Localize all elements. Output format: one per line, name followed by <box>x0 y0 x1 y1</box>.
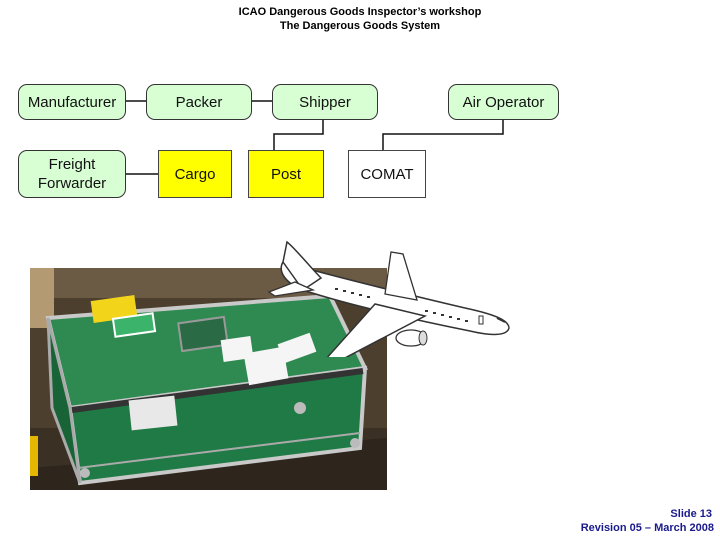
post-label: Post <box>270 165 301 183</box>
manufacturer-label: Manufacturer <box>27 93 117 111</box>
post-box: Post <box>248 150 324 198</box>
connector-shipper-post <box>273 119 324 150</box>
shipper-label: Shipper <box>299 93 351 111</box>
air-operator-box: Air Operator <box>448 84 559 120</box>
comat-box: COMAT <box>348 150 426 198</box>
connector-airoperator-comat <box>382 119 504 150</box>
air-operator-label: Air Operator <box>462 93 545 111</box>
revision-note: Revision 05 – March 2008 <box>580 522 714 534</box>
cargo-label: Cargo <box>174 165 216 183</box>
comat-label: COMAT <box>360 165 414 183</box>
aircraft-illustration <box>267 240 510 357</box>
dangerous-goods-container-photo <box>30 268 387 490</box>
cargo-box: Cargo <box>158 150 232 198</box>
packer-box: Packer <box>146 84 252 120</box>
slide-subtitle: The Dangerous Goods System <box>279 20 441 32</box>
slide-number: Slide 13 <box>670 508 712 520</box>
packer-label: Packer <box>175 93 223 111</box>
freight-forwarder-label-line2: Forwarder <box>37 175 107 192</box>
freight-forwarder-label-line1: Freight <box>48 156 96 173</box>
manufacturer-box: Manufacturer <box>18 84 126 120</box>
freight-forwarder-box: Freight Forwarder <box>18 150 126 198</box>
shipper-box: Shipper <box>272 84 378 120</box>
slide-title: ICAO Dangerous Goods Inspector’s worksho… <box>238 6 482 18</box>
